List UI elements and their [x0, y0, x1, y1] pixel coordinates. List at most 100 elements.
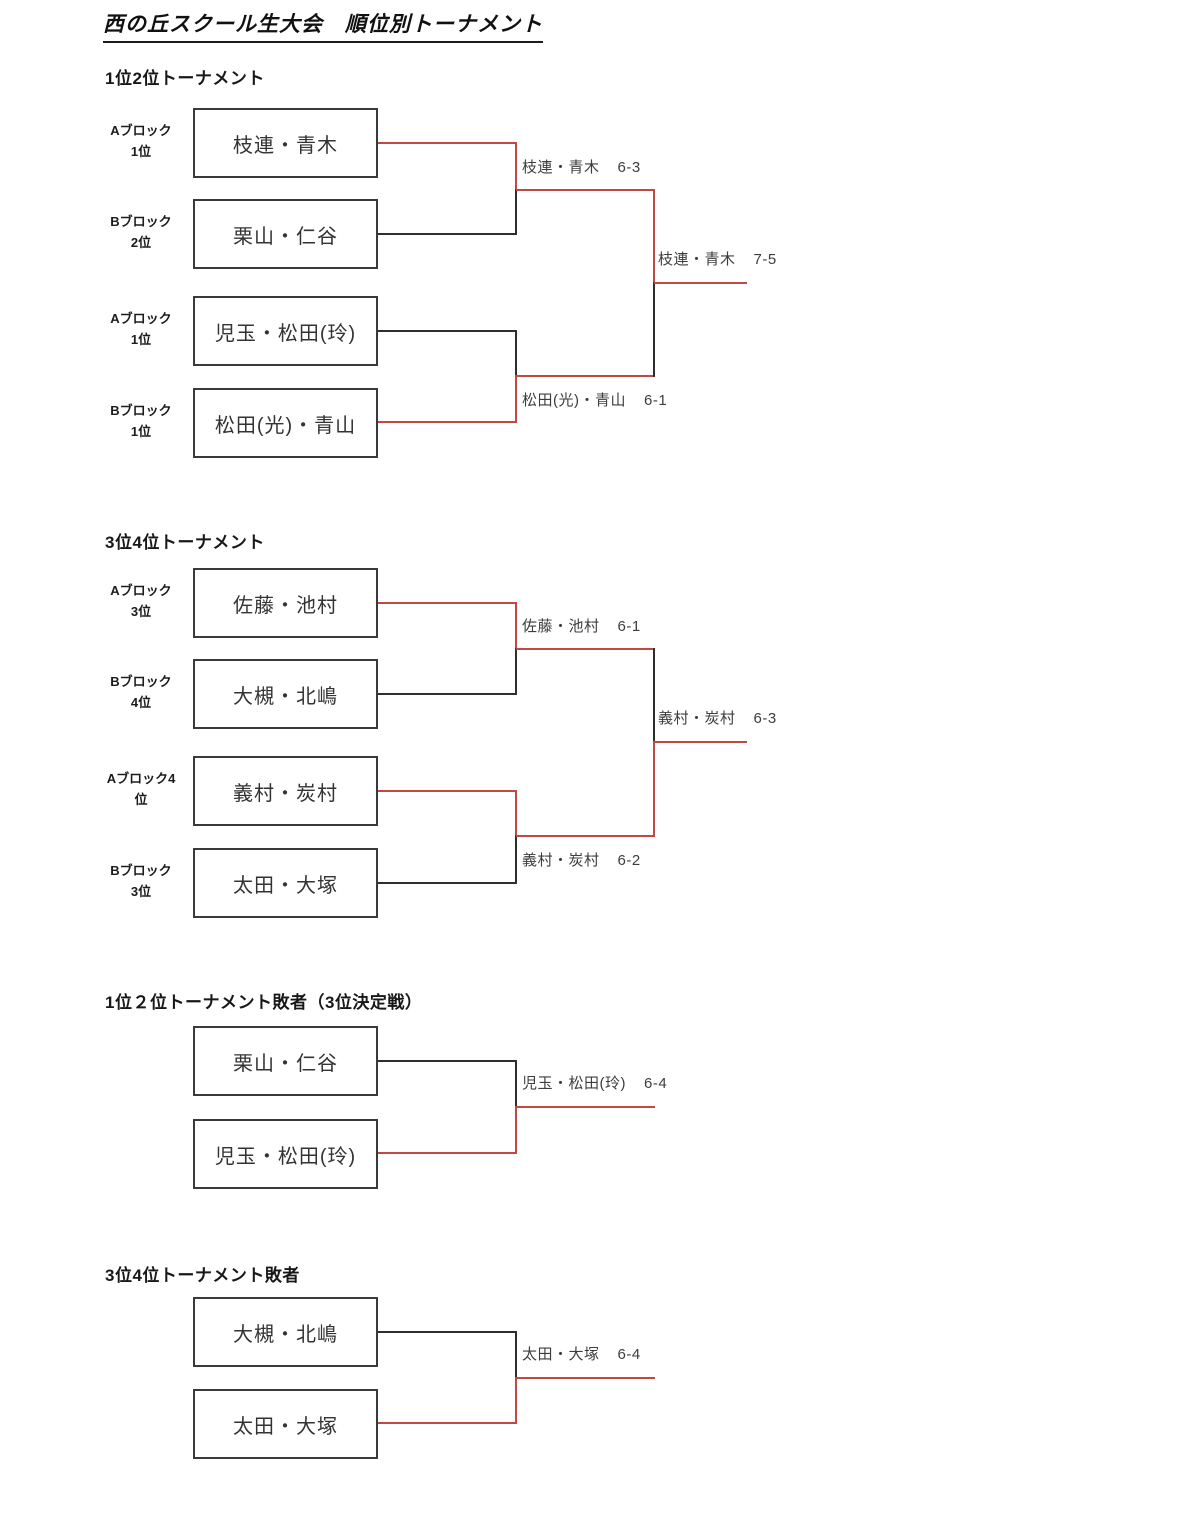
section1-heading: 1位2位トーナメント: [105, 69, 265, 88]
block-label: Aブロック4 位: [94, 768, 188, 811]
result-winner: 枝連・青木: [658, 251, 736, 268]
connector-winner-line: [378, 142, 516, 144]
team-box: 児玉・松田(玲): [193, 296, 378, 366]
match-result: 太田・大塚 6-4: [522, 1343, 641, 1364]
block-label: Bブロック 1位: [94, 400, 188, 443]
block-label-line: Aブロック: [110, 583, 172, 598]
connector-advance-line: [516, 375, 654, 377]
connector-vertical: [653, 741, 655, 837]
connector-winner-line: [378, 602, 516, 604]
result-winner: 児玉・松田(玲): [522, 1075, 626, 1092]
section3-heading: 1位２位トーナメント敗者（3位決定戦）: [105, 993, 423, 1012]
connector-champion-line: [654, 282, 747, 284]
result-winner: 松田(光)・青山: [522, 392, 626, 409]
connector-advance-line: [516, 189, 654, 191]
result-score: 6-1: [644, 392, 668, 409]
connector-vertical: [653, 648, 655, 743]
match-result: 佐藤・池村 6-1: [522, 615, 641, 636]
connector-loser-line: [378, 1331, 516, 1333]
block-label-line: 3位: [130, 604, 152, 620]
team-box: 太田・大塚: [193, 848, 378, 918]
connector-vertical: [515, 1377, 517, 1424]
team-box: 太田・大塚: [193, 1389, 378, 1459]
block-label-line: Aブロック: [110, 123, 172, 138]
block-label: Aブロック 1位: [94, 120, 188, 163]
result-score: 6-2: [617, 852, 641, 869]
result-winner: 太田・大塚: [522, 1346, 600, 1363]
team-box: 栗山・仁谷: [193, 199, 378, 269]
result-score: 6-3: [617, 159, 641, 176]
block-label-line: Aブロック: [110, 311, 172, 326]
connector-vertical: [515, 189, 517, 235]
connector-advance-line: [516, 648, 654, 650]
result-winner: 枝連・青木: [522, 159, 600, 176]
match-result: 児玉・松田(玲) 6-4: [522, 1072, 667, 1093]
connector-winner-line: [378, 1152, 516, 1154]
match-result: 義村・炭村 6-2: [522, 849, 641, 870]
block-label-line: 位: [134, 792, 148, 808]
page-title: 西の丘スクール生大会 順位別トーナメント: [103, 8, 543, 43]
match-result: 枝連・青木 6-3: [522, 156, 641, 177]
connector-vertical: [515, 142, 517, 191]
team-box: 児玉・松田(玲): [193, 1119, 378, 1189]
connector-loser-line: [378, 330, 516, 332]
connector-winner-line: [378, 1422, 516, 1424]
connector-vertical: [515, 835, 517, 884]
block-label: Bブロック 3位: [94, 860, 188, 903]
block-label: Bブロック 2位: [94, 211, 188, 254]
block-label-line: 3位: [130, 884, 152, 900]
block-label-line: 1位: [130, 144, 152, 160]
connector-vertical: [653, 282, 655, 377]
result-winner: 佐藤・池村: [522, 618, 600, 635]
connector-vertical: [515, 330, 517, 377]
connector-loser-line: [378, 882, 516, 884]
result-winner: 義村・炭村: [658, 710, 736, 727]
result-score: 6-4: [644, 1075, 668, 1092]
result-winner: 義村・炭村: [522, 852, 600, 869]
block-label-line: 2位: [130, 235, 152, 251]
block-label-line: Aブロック4: [106, 771, 176, 786]
block-label-line: Bブロック: [110, 403, 172, 418]
connector-winner-line: [378, 421, 516, 423]
connector-advance-line: [516, 835, 654, 837]
connector-champion-line: [516, 1106, 655, 1108]
result-score: 7-5: [753, 251, 777, 268]
team-box: 大槻・北嶋: [193, 659, 378, 729]
match-result: 義村・炭村 6-3: [658, 707, 777, 728]
block-label-line: Bブロック: [110, 214, 172, 229]
block-label-line: 1位: [130, 332, 152, 348]
connector-loser-line: [378, 1060, 516, 1062]
team-box: 栗山・仁谷: [193, 1026, 378, 1096]
connector-loser-line: [378, 233, 516, 235]
connector-winner-line: [378, 790, 516, 792]
connector-vertical: [515, 375, 517, 423]
team-box: 松田(光)・青山: [193, 388, 378, 458]
match-result: 枝連・青木 7-5: [658, 248, 777, 269]
block-label: Bブロック 4位: [94, 671, 188, 714]
connector-vertical: [653, 189, 655, 284]
block-label-line: Bブロック: [110, 674, 172, 689]
connector-vertical: [515, 790, 517, 837]
section4-heading: 3位4位トーナメント敗者: [105, 1266, 300, 1285]
connector-vertical: [515, 1060, 517, 1108]
connector-champion-line: [654, 741, 747, 743]
result-score: 6-1: [617, 618, 641, 635]
match-result: 松田(光)・青山 6-1: [522, 389, 667, 410]
connector-champion-line: [516, 1377, 655, 1379]
team-box: 佐藤・池村: [193, 568, 378, 638]
connector-vertical: [515, 1331, 517, 1379]
result-score: 6-3: [753, 710, 777, 727]
result-score: 6-4: [617, 1346, 641, 1363]
block-label-line: Bブロック: [110, 863, 172, 878]
connector-vertical: [515, 602, 517, 650]
connector-vertical: [515, 1106, 517, 1154]
block-label-line: 1位: [130, 424, 152, 440]
team-box: 大槻・北嶋: [193, 1297, 378, 1367]
block-label-line: 4位: [130, 695, 152, 711]
connector-vertical: [515, 648, 517, 695]
section2-heading: 3位4位トーナメント: [105, 533, 265, 552]
connector-loser-line: [378, 693, 516, 695]
block-label: Aブロック 1位: [94, 308, 188, 351]
team-box: 枝連・青木: [193, 108, 378, 178]
